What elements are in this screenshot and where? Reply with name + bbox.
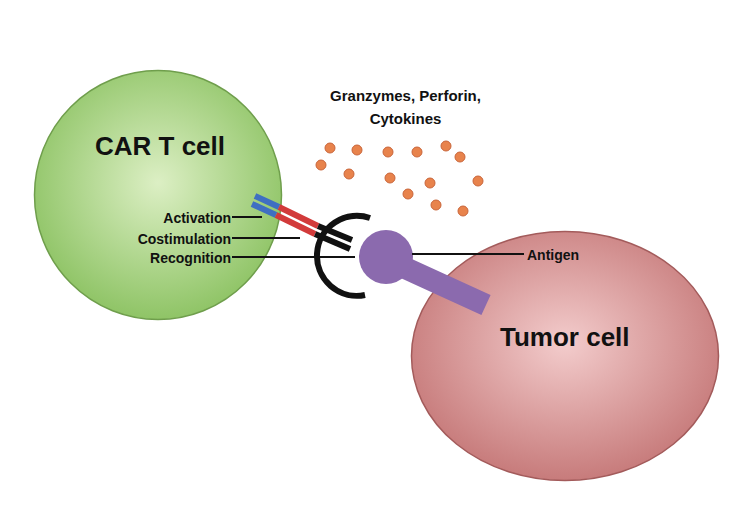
leader-line xyxy=(232,237,300,239)
cell-outline xyxy=(410,230,720,482)
tumor-cell: Tumor cell xyxy=(410,230,720,482)
cell-outline xyxy=(33,69,283,321)
antigen-symbol xyxy=(359,230,486,305)
domain-label: Recognition xyxy=(150,248,231,270)
car-receptor xyxy=(252,196,370,296)
leader-line xyxy=(232,256,355,258)
secretion-label: Granzymes, Perforin, Cytokines xyxy=(318,84,493,131)
domain-label: Activation xyxy=(163,208,231,230)
cell-name: Tumor cell xyxy=(500,322,630,353)
granule-dots xyxy=(316,141,483,216)
antigen-label: Antigen xyxy=(527,245,579,267)
cell-name: CAR T cell xyxy=(95,131,225,162)
leader-line xyxy=(232,216,262,218)
car-t-cell: CAR T cell xyxy=(33,69,283,321)
leader-line xyxy=(412,253,524,255)
domain-label: Costimulation xyxy=(138,229,231,251)
